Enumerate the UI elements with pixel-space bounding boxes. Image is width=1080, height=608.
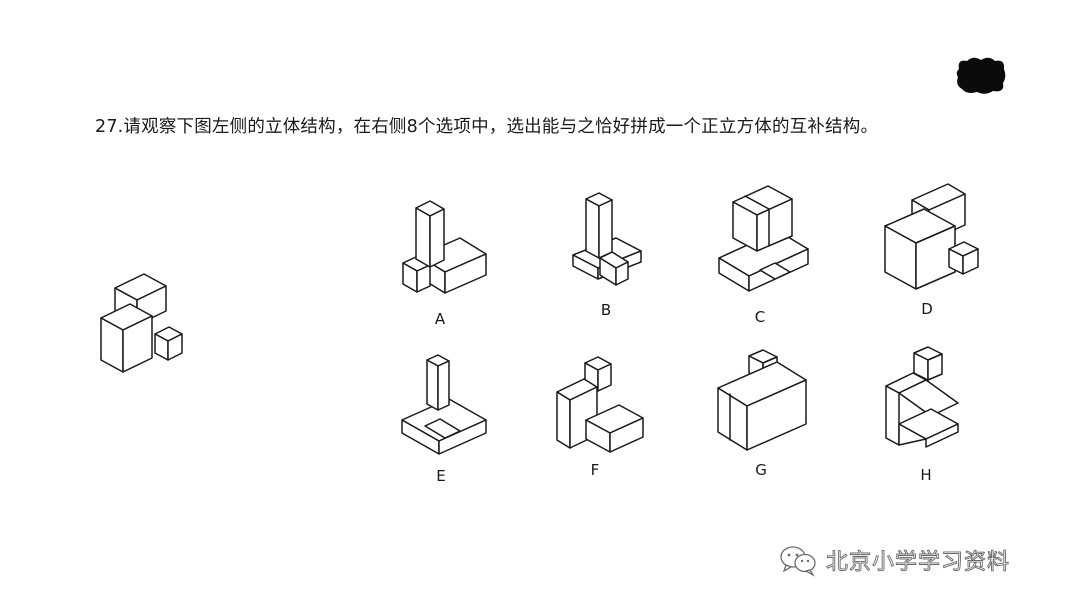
wechat-official-account-icon <box>780 546 816 577</box>
option-e-figure[interactable] <box>401 354 487 455</box>
option-c-label[interactable]: C <box>754 308 766 326</box>
given-structure <box>100 273 183 373</box>
option-g-figure[interactable] <box>717 349 807 451</box>
option-h-label[interactable]: H <box>920 466 932 484</box>
option-f-figure[interactable] <box>556 356 644 453</box>
watermark-text: 北京小学学习资料 <box>826 550 1011 576</box>
option-h-figure[interactable] <box>885 346 959 448</box>
option-c-figure[interactable] <box>718 185 809 292</box>
option-g-label[interactable]: G <box>755 461 767 479</box>
question-text: 27.请观察下图左侧的立体结构，在右侧8个选项中，选出能与之恰好拼成一个正立方体… <box>95 117 879 137</box>
option-e-label[interactable]: E <box>436 467 446 485</box>
option-a-figure[interactable] <box>402 200 487 294</box>
option-b-label[interactable]: B <box>600 301 612 319</box>
option-f-label[interactable]: F <box>590 461 600 479</box>
option-d-label[interactable]: D <box>921 300 933 318</box>
option-b-figure[interactable] <box>572 192 642 286</box>
option-a-label[interactable]: A <box>434 310 446 328</box>
watermark: 北京小学学习资料 <box>778 543 1010 577</box>
redacted-page-number <box>956 57 1006 94</box>
option-d-figure[interactable] <box>884 183 979 290</box>
